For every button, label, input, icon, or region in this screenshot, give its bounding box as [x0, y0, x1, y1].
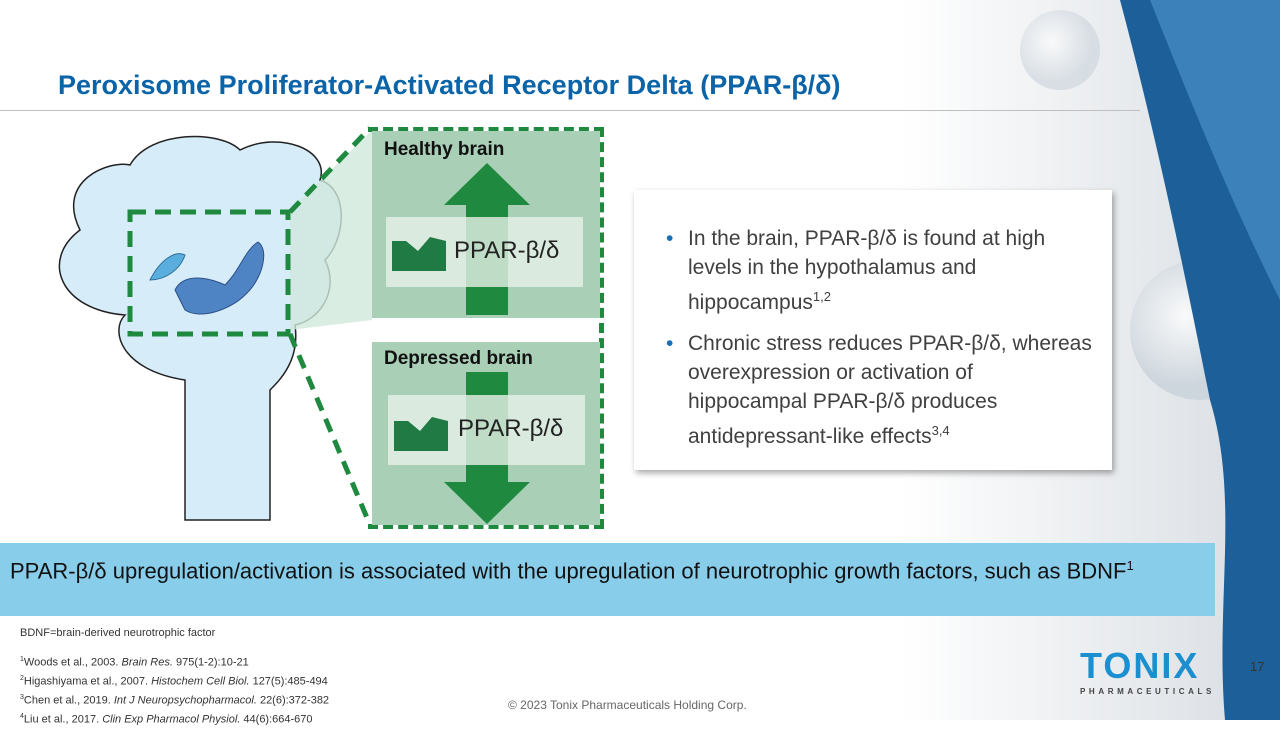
ref-number: 4: [20, 713, 24, 721]
page-title: Peroxisome Proliferator-Activated Recept…: [58, 70, 841, 100]
reference-item: 1Woods et al., 2003. Brain Res. 975(1-2)…: [20, 652, 329, 671]
reference-item: 2Higashiyama et al., 2007. Histochem Cel…: [20, 671, 329, 690]
references: 1Woods et al., 2003. Brain Res. 975(1-2)…: [20, 652, 329, 729]
banner-text: PPAR-β/δ upregulation/activation is asso…: [10, 558, 1127, 584]
brain-illustration: [58, 126, 373, 526]
copyright: © 2023 Tonix Pharmaceuticals Holding Cor…: [508, 698, 747, 712]
reference-item: 3Chen et al., 2019. Int J Neuropsychopha…: [20, 690, 329, 709]
healthy-brain-label: Healthy brain: [384, 139, 505, 160]
bullet-text: In the brain, PPAR-β/δ is found at high …: [688, 227, 1046, 314]
receptor-icon: [392, 237, 446, 271]
depressed-brain-panel: Depressed brain PPAR-β/δ: [372, 342, 600, 525]
ref-author: Higashiyama et al., 2007.: [23, 675, 152, 688]
citation: 1: [1126, 558, 1134, 573]
receptor-box: PPAR-β/δ: [388, 395, 585, 465]
citation: 3,4: [931, 423, 950, 438]
abbreviation-note: BDNF=brain-derived neurotrophic factor: [20, 627, 216, 639]
amygdala-icon: [149, 253, 186, 281]
ref-journal: Clin Exp Pharmacol Physiol.: [102, 714, 241, 727]
bullet-text: Chronic stress reduces PPAR-β/δ, whereas…: [688, 332, 1092, 448]
ref-volume: 22(6):372-382: [256, 694, 330, 707]
logo-subtitle: PHARMACEUTICALS: [1080, 687, 1215, 696]
conclusion-banner: PPAR-β/δ upregulation/activation is asso…: [0, 543, 1215, 616]
receptor-icon: [394, 417, 448, 451]
page-number: 17: [1250, 659, 1265, 674]
ref-volume: 975(1-2):10-21: [172, 656, 249, 669]
reference-item: 4Liu et al., 2017. Clin Exp Pharmacol Ph…: [20, 709, 329, 728]
hippocampus-icon: [174, 241, 265, 315]
ref-journal: Int J Neuropsychopharmacol.: [113, 694, 257, 707]
ref-volume: 44(6):664-670: [240, 714, 313, 727]
ref-journal: Brain Res.: [121, 656, 173, 669]
ref-volume: 127(5):485-494: [249, 675, 328, 688]
receptor-label: PPAR-β/δ: [454, 237, 560, 264]
receptor-label: PPAR-β/δ: [458, 415, 564, 442]
depressed-brain-label: Depressed brain: [384, 348, 533, 369]
healthy-brain-panel: Healthy brain PPAR-β/δ: [372, 131, 600, 318]
ref-number: 1: [20, 656, 24, 663]
logo-wordmark: TONIX: [1080, 645, 1200, 686]
ref-author: Chen et al., 2019.: [23, 694, 114, 707]
citation: 1,2: [812, 289, 831, 304]
receptor-box: PPAR-β/δ: [386, 217, 583, 287]
bullet-item: In the brain, PPAR-β/δ is found at high …: [666, 224, 1092, 317]
ref-journal: Histochem Cell Biol.: [151, 675, 250, 688]
bullet-item: Chronic stress reduces PPAR-β/δ, whereas…: [666, 329, 1092, 451]
key-points-box: In the brain, PPAR-β/δ is found at high …: [634, 190, 1112, 470]
title-divider: [0, 110, 1140, 111]
ref-author: Liu et al., 2017.: [23, 714, 103, 727]
ref-number: 3: [20, 694, 24, 702]
zoom-frame: [368, 127, 604, 529]
tonix-logo: TONIX PHARMACEUTICALS: [1080, 645, 1215, 697]
ref-number: 2: [20, 675, 24, 683]
ref-author: Woods et al., 2003.: [23, 656, 122, 669]
